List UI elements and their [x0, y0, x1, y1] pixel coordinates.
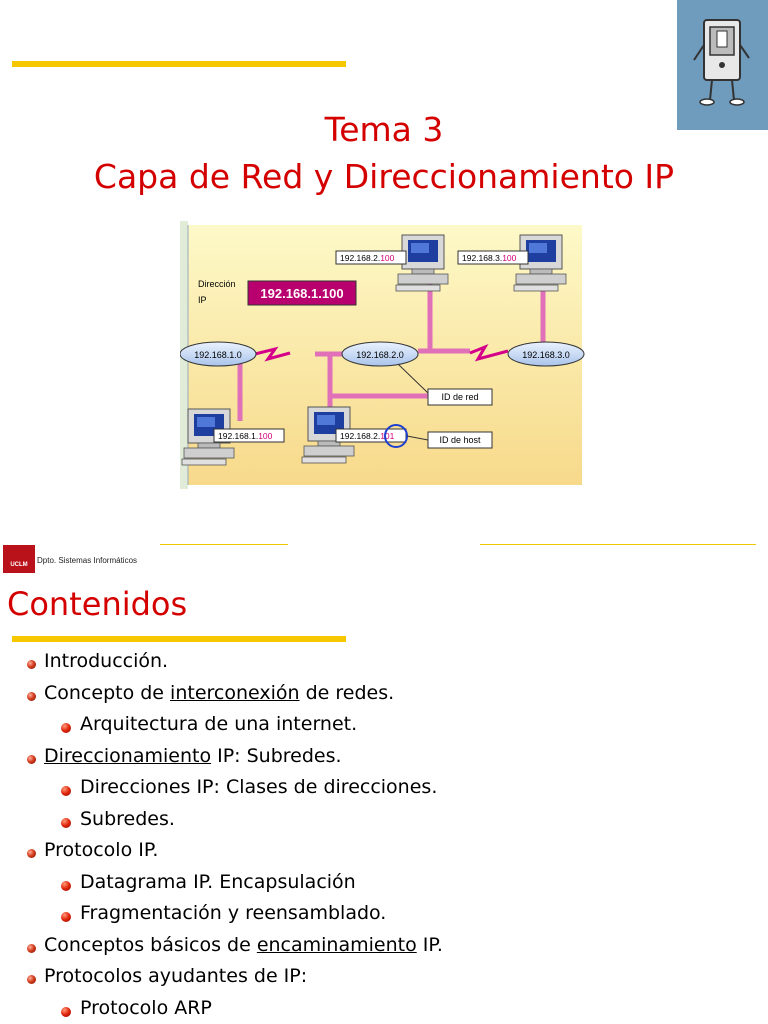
sub-bullet-icon — [61, 880, 71, 891]
svg-text:192.168.3.0: 192.168.3.0 — [522, 350, 570, 360]
host-label-4: 192.168.2.101 — [335, 424, 408, 448]
list-item: Concepto de interconexión de redes. — [44, 681, 395, 704]
list-item: Direccionamiento IP: Subredes. — [44, 744, 342, 767]
sub-bullet-icon — [61, 817, 71, 828]
sub-list-item: Direcciones IP: Clases de direcciones. — [80, 776, 438, 798]
title-slide: Tema 3 Capa de Red y Direccionamiento IP — [12, 0, 768, 489]
svg-text:192.168.1.0: 192.168.1.0 — [194, 350, 242, 360]
ip-address-label: Dirección — [198, 279, 236, 289]
network-oval-1: 192.168.1.0 — [180, 341, 257, 367]
top-accent-bar — [12, 61, 346, 67]
slide-title-line1: Tema 3 — [324, 110, 444, 149]
sub-bullet-icon — [61, 723, 71, 733]
host-label-1: 192.168.2.100 — [335, 250, 407, 265]
uclm-logo: UCLM — [3, 545, 35, 573]
cabinet-mascot-icon — [693, 19, 750, 106]
bullet-icon — [27, 849, 36, 858]
list-item: Conceptos básicos de encaminamiento IP. — [44, 933, 443, 956]
svg-text:192.168.2.101: 192.168.2.101 — [340, 431, 395, 441]
ip-address-value: 192.168.1.100 — [260, 286, 343, 301]
footer-divider-right — [480, 544, 756, 545]
sub-list-item: Datagrama IP. Encapsulación — [80, 870, 356, 893]
network-oval-3: 192.168.3.0 — [507, 341, 585, 367]
sub-bullet-icon — [61, 1006, 71, 1017]
sub-list-item: Subredes. — [80, 807, 175, 830]
network-diagram: 192.168.1.0 192.168.2.0 192.168.3.0 192.… — [180, 221, 588, 489]
svg-text:IP: IP — [198, 295, 207, 305]
logo-box — [677, 0, 768, 130]
id-host-label: ID de host — [439, 435, 481, 445]
slide-title-line2: Capa de Red y Direccionamiento IP — [93, 157, 675, 196]
bullet-icon — [27, 691, 36, 701]
id-red-label: ID de red — [441, 392, 478, 402]
sub-list-item: Arquitectura de una internet. — [80, 713, 358, 735]
list-item: Introducción. — [44, 650, 169, 672]
host-label-2: 192.168.3.100 — [457, 250, 529, 265]
svg-text:192.168.2.100: 192.168.2.100 — [340, 253, 395, 263]
sub-bullet-icon — [61, 786, 71, 796]
list-item: Protocolos ayudantes de IP: — [44, 965, 308, 987]
host-label-3: 192.168.1.100 — [213, 428, 285, 443]
contents-accent-bar — [12, 636, 346, 642]
department-label: Dpto. Sistemas Informáticos — [37, 556, 138, 565]
bullet-icon — [27, 975, 36, 984]
bullet-icon — [27, 754, 36, 764]
svg-text:192.168.3.100: 192.168.3.100 — [462, 253, 517, 263]
sub-list-item: Protocolo ARP — [80, 996, 212, 1019]
bullet-icon — [27, 943, 36, 953]
svg-text:192.168.1.100: 192.168.1.100 — [218, 431, 273, 441]
contents-title: Contenidos — [7, 585, 188, 623]
sub-list-item: Fragmentación y reensamblado. — [80, 902, 387, 924]
bullet-icon — [27, 660, 36, 669]
svg-text:192.168.2.0: 192.168.2.0 — [356, 350, 404, 360]
sub-bullet-icon — [61, 912, 71, 922]
list-item: Protocolo IP. — [44, 839, 159, 861]
network-oval-2: 192.168.2.0 — [341, 341, 419, 367]
footer-divider-left — [160, 544, 288, 545]
